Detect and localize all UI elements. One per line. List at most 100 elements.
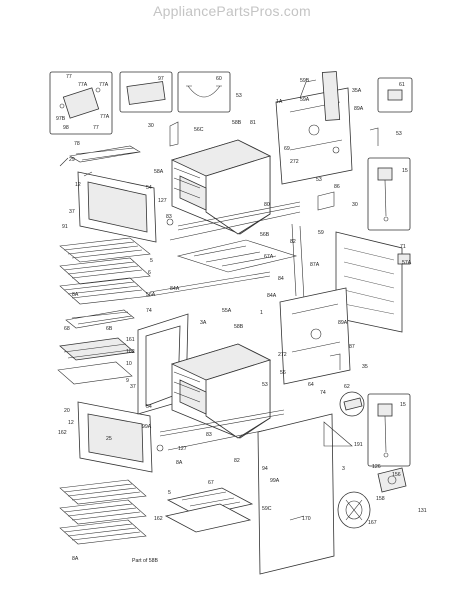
part-label-30b: 30: [352, 202, 358, 208]
upper-hardware[interactable]: [166, 121, 379, 301]
part-label-127a: 127: [158, 198, 167, 204]
part-label-8a2: 8A: [176, 460, 183, 466]
upper-racks[interactable]: [59, 237, 151, 305]
part-label-77d: 77: [93, 125, 99, 131]
part-label-94: 94: [262, 466, 268, 472]
part-label-9: 9: [126, 378, 129, 384]
part-label-162a: 162: [58, 430, 67, 436]
part-label-37b: 37: [130, 384, 136, 390]
part-label-67: 67: [208, 480, 214, 486]
upper-broil-element[interactable]: [59, 145, 141, 167]
part-label-58a: 58A: [154, 169, 164, 175]
part-label-3: 3: [342, 466, 345, 472]
upper-rear-panel[interactable]: [275, 71, 353, 185]
part-label-64: 64: [308, 382, 314, 388]
part-label-86a: 86: [334, 184, 340, 190]
inset-box-60[interactable]: [177, 71, 231, 113]
part-label-170: 170: [302, 516, 311, 522]
part-label-82b: 82: [234, 458, 240, 464]
part-label-15b: 15: [400, 402, 406, 408]
part-label-158: 158: [376, 496, 385, 502]
upper-oven-door[interactable]: [77, 171, 157, 243]
part-label-89a2: 89A: [338, 320, 348, 326]
part-label-53c: 53: [316, 177, 322, 183]
part-label-80: 80: [264, 202, 270, 208]
part-label-56c: 56C: [194, 127, 204, 133]
part-label-35: 35: [362, 364, 368, 370]
lower-bake-element[interactable]: [164, 487, 254, 533]
part-label-83a: 83: [166, 214, 172, 220]
part-label-97: 97: [158, 76, 164, 82]
part-label-67a: 67A: [264, 254, 274, 260]
part-label-6: 6: [148, 270, 151, 276]
part-label-56: 56: [280, 370, 286, 376]
part-label-87a: 87A: [310, 262, 320, 268]
part-label-58b: 58B: [232, 120, 242, 126]
part-label-57a: 57A: [402, 260, 412, 266]
lower-racks[interactable]: [59, 479, 147, 545]
lower-rear-panel[interactable]: [279, 287, 351, 385]
part-label-77e: 77A: [100, 114, 110, 120]
inset-box-61[interactable]: [377, 77, 413, 113]
part-label-35a: 35A: [352, 88, 362, 94]
part-label-59b: 59B: [300, 78, 310, 84]
part-label-20: 20: [64, 408, 70, 414]
part-label-191: 191: [354, 442, 363, 448]
part-label-58b2: 58B: [234, 324, 244, 330]
part-label-89a: 89A: [354, 106, 364, 112]
part-label-59: 59: [318, 230, 324, 236]
part-label-10: 10: [126, 361, 132, 367]
part-label-54a: 54: [146, 185, 152, 191]
part-label-182: 182: [126, 349, 135, 355]
part-label-126: 126: [372, 464, 381, 470]
lower-hardware[interactable]: [156, 353, 353, 521]
inset-box-77[interactable]: [49, 71, 113, 135]
part-label-54b: 54: [146, 404, 152, 410]
lower-oven-cavity[interactable]: [170, 343, 272, 439]
part-label-59c: 59C: [262, 506, 272, 512]
part-label-77a: 77: [66, 74, 72, 80]
part-label-83b: 83: [206, 432, 212, 438]
part-label-84: 84: [278, 276, 284, 282]
part-label-272a: 272: [290, 159, 299, 165]
upper-bake-element[interactable]: [176, 239, 298, 273]
part-label-37a: 37: [69, 209, 75, 215]
upper-rails[interactable]: [149, 201, 301, 297]
part-label-30a: 30: [148, 123, 154, 129]
part-label-84a1: 84A: [170, 286, 180, 292]
part-label-1: 1: [260, 310, 263, 316]
part-label-97b: 97B: [56, 116, 66, 122]
upper-side-panel-71[interactable]: [335, 231, 411, 333]
lower-side-panel[interactable]: [257, 413, 335, 575]
part-label-98: 98: [63, 125, 69, 131]
part-label-5b: 5: [168, 490, 171, 496]
part-label-62: 62: [344, 384, 350, 390]
part-label-15a: 15: [402, 168, 408, 174]
part-label-60: 60: [216, 76, 222, 82]
part-label-127b: 127: [178, 446, 187, 452]
lower-element-tray[interactable]: [57, 337, 135, 385]
part-label-69: 69: [284, 146, 290, 152]
part-label-74a: 74: [146, 308, 152, 314]
part-label-82a: 82: [290, 239, 296, 245]
part-label-68a: 68: [64, 326, 70, 332]
sensor-detail[interactable]: [339, 391, 365, 417]
part-label-61: 61: [399, 82, 405, 88]
part-label-56b: 56B: [260, 232, 270, 238]
part-label-77c: 77A: [99, 82, 109, 88]
part-label-25: 25: [106, 436, 112, 442]
inset-box-15-lower[interactable]: [367, 393, 411, 467]
part-label-77b: 77A: [78, 82, 88, 88]
inset-box-15-upper[interactable]: [367, 157, 411, 231]
part-label-162b: 162: [154, 516, 163, 522]
part-label-55a: 55A: [222, 308, 232, 314]
convection-fan-assembly[interactable]: [337, 467, 407, 529]
lower-oven-door[interactable]: [77, 401, 153, 473]
upper-oven-cavity[interactable]: [170, 139, 272, 235]
part-label-8a1: 8A: [72, 292, 79, 298]
lower-broil-element[interactable]: [65, 309, 135, 329]
part-label-53a: 53: [236, 93, 242, 99]
part-label-272b: 272: [278, 352, 287, 358]
inset-box-97[interactable]: [119, 71, 173, 113]
